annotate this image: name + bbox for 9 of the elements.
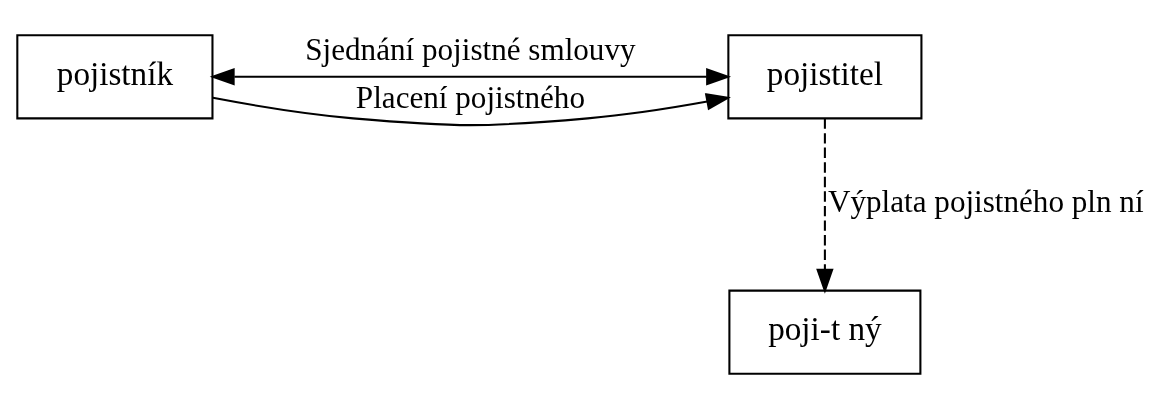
edge-label: Placení pojistného — [355, 79, 585, 115]
arrow — [816, 118, 834, 294]
edge-label: Výplata pojistného pln ní — [828, 183, 1144, 219]
arrow — [212, 93, 731, 127]
edge-label: Sjednání pojistné smlouvy — [305, 32, 636, 68]
node-box: poji-t ný — [728, 289, 922, 375]
arrow — [209, 68, 732, 86]
node-box: pojistitel — [727, 34, 923, 120]
node-box: pojistník — [16, 34, 214, 120]
